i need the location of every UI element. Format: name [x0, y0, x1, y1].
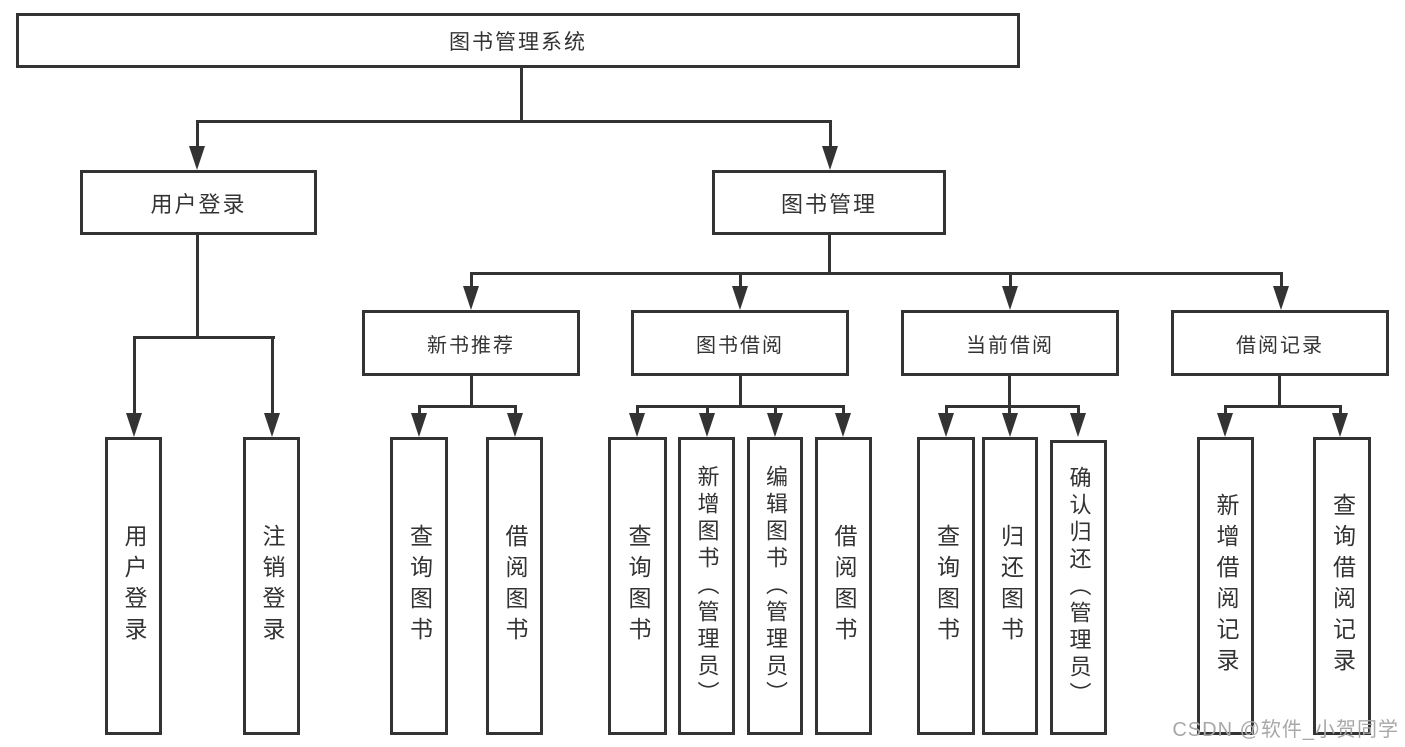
arrow-down-icon [767, 413, 783, 437]
connector-line [1009, 272, 1012, 288]
connector-line [271, 336, 274, 413]
node-label: 新书推荐 [427, 334, 515, 357]
node-label: 借阅记录 [1236, 334, 1324, 357]
node-new-book-recommendation: 新书推荐 [362, 310, 580, 376]
connector-line [842, 405, 845, 415]
node-current-return-books: 归还图书 [982, 437, 1038, 735]
arrow-down-icon [189, 146, 205, 170]
arrow-down-icon [938, 413, 954, 437]
arrow-down-icon [507, 413, 523, 437]
connector-line [1008, 376, 1011, 405]
node-label: 归还图书 [997, 524, 1024, 648]
connector-line [133, 336, 275, 339]
arrow-down-icon [1217, 413, 1233, 437]
arrow-down-icon [264, 413, 280, 437]
arrow-down-icon [1002, 413, 1018, 437]
arrow-down-icon [1332, 413, 1348, 437]
arrow-down-icon [629, 413, 645, 437]
node-borrow-query-books: 查询图书 [608, 437, 667, 735]
node-label: 新增图书（管理员） [694, 464, 720, 708]
node-label: 新增借阅记录 [1213, 493, 1239, 679]
node-user-login: 用户登录 [80, 170, 317, 235]
connector-line [1280, 272, 1283, 288]
node-label: 图书管理 [780, 191, 877, 217]
node-label: 当前借阅 [966, 334, 1054, 357]
node-user-login-leaf: 用户登录 [105, 437, 162, 735]
node-records-add-borrow-record: 新增借阅记录 [1197, 437, 1254, 735]
node-library-management-system: 图书管理系统 [16, 13, 1020, 68]
connector-line [1008, 405, 1011, 415]
node-current-borrowing: 当前借阅 [901, 310, 1119, 376]
arrow-down-icon [835, 413, 851, 437]
connector-line [196, 120, 199, 148]
node-borrow-edit-books-admin: 编辑图书（管理员） [747, 437, 803, 735]
arrow-down-icon [732, 286, 748, 310]
connector-line [470, 272, 1283, 275]
arrow-down-icon [1273, 286, 1289, 310]
node-label: 查询图书 [406, 524, 433, 648]
node-label: 用户登录 [150, 191, 247, 217]
connector-line [133, 336, 136, 413]
connector-line [829, 120, 832, 148]
node-label: 借阅图书 [831, 524, 857, 648]
connector-line [514, 405, 517, 415]
arrow-down-icon [126, 413, 142, 437]
connector-line [418, 405, 421, 415]
node-borrowing-records: 借阅记录 [1171, 310, 1389, 376]
node-records-query-borrow-record: 查询借阅记录 [1313, 437, 1371, 735]
arrow-down-icon [463, 286, 479, 310]
arrow-down-icon [1002, 286, 1018, 310]
connector-line [828, 235, 831, 272]
connector-line [196, 120, 832, 123]
node-newbook-borrow-books: 借阅图书 [486, 437, 543, 735]
node-book-borrowing: 图书借阅 [631, 310, 849, 376]
connector-line [470, 272, 473, 288]
node-current-query-books: 查询图书 [917, 437, 975, 735]
node-label: 用户登录 [121, 524, 147, 648]
node-logout: 注销登录 [243, 437, 300, 735]
node-label: 图书管理系统 [449, 30, 587, 54]
connector-line [1077, 405, 1080, 415]
arrow-down-icon [1070, 413, 1086, 437]
arrow-down-icon [699, 413, 715, 437]
node-borrow-add-books-admin: 新增图书（管理员） [678, 437, 735, 735]
node-label: 确认归还（管理员） [1066, 466, 1092, 709]
node-label: 查询图书 [625, 524, 651, 648]
arrow-down-icon [411, 413, 427, 437]
connector-line [636, 405, 845, 408]
node-newbook-query-books: 查询图书 [390, 437, 448, 735]
connector-line [739, 272, 742, 288]
connector-line [739, 376, 742, 405]
connector-line [945, 405, 948, 415]
connector-line [520, 68, 523, 120]
node-label: 注销登录 [259, 524, 285, 648]
connector-line [196, 235, 199, 336]
node-current-confirm-return-admin: 确认归还（管理员） [1050, 440, 1107, 735]
connector-line [774, 405, 777, 415]
node-label: 查询图书 [933, 524, 960, 648]
node-label: 借阅图书 [502, 524, 528, 648]
connector-line [1339, 405, 1342, 415]
node-label: 查询借阅记录 [1329, 493, 1356, 679]
connector-line [1278, 376, 1281, 405]
connector-line [706, 405, 709, 415]
node-book-management: 图书管理 [712, 170, 946, 235]
connector-line [470, 376, 473, 405]
connector-line [945, 405, 1080, 408]
connector-line [1224, 405, 1227, 415]
arrow-down-icon [822, 146, 838, 170]
connector-line [418, 405, 517, 408]
connector-line [1224, 405, 1342, 408]
node-label: 图书借阅 [696, 334, 784, 357]
connector-line [636, 405, 639, 415]
node-label: 编辑图书（管理员） [763, 464, 788, 708]
node-borrow-borrow-books: 借阅图书 [815, 437, 872, 735]
csdn-watermark: CSDN @软件_小贺同学 [1172, 719, 1399, 741]
